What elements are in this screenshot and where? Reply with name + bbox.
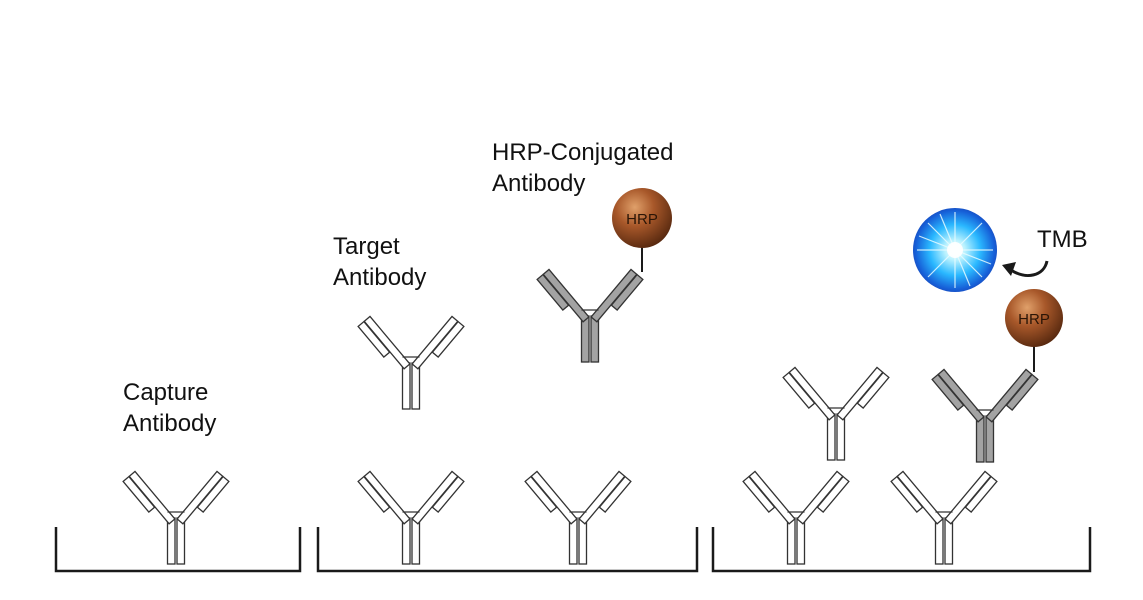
tmb-signal-burst xyxy=(913,208,997,292)
capture-antibody-well-1 xyxy=(122,470,230,565)
hrp-conjugated-antibody-label: HRP-Conjugated Antibody xyxy=(492,139,674,197)
capture-antibody-well-2a xyxy=(357,470,465,565)
well-1 xyxy=(54,527,302,573)
target-antibody-label: Target Antibody xyxy=(333,233,427,291)
target-antibody xyxy=(357,315,465,410)
capture-antibody-well-3b xyxy=(890,470,998,565)
tmb-label: TMB xyxy=(1037,226,1088,253)
hrp-label-top: HRP xyxy=(626,211,658,228)
hrp-bead-top: HRP xyxy=(612,188,672,248)
well-2 xyxy=(316,527,699,573)
capture-antibody-well-2b xyxy=(524,470,632,565)
hrp-label-bound: HRP xyxy=(1018,311,1050,328)
capture-antibody-well-3a xyxy=(742,470,850,565)
bound-target-antibody xyxy=(782,366,890,461)
hrp-bead-bound: HRP xyxy=(1005,289,1063,347)
tmb-arrow xyxy=(1002,260,1049,277)
well-3 xyxy=(711,527,1092,573)
bound-hrp-antibody xyxy=(931,368,1039,463)
capture-antibody-label: Capture Antibody xyxy=(123,379,217,437)
hrp-conjugated-antibody xyxy=(536,268,644,363)
